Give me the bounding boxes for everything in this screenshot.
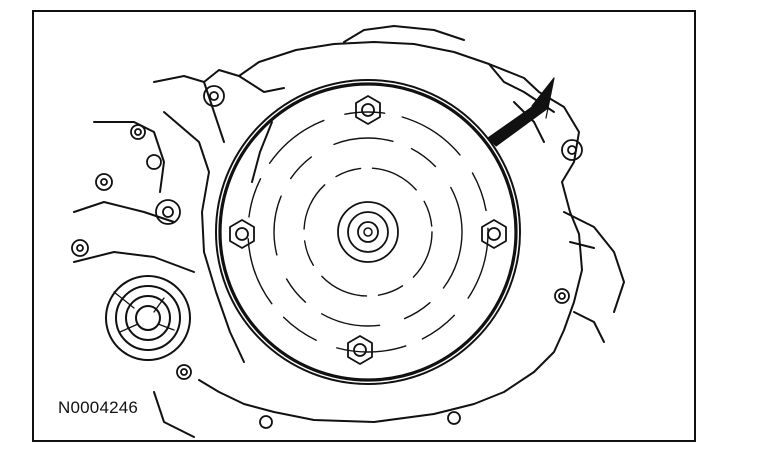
transmission-housing [73,25,625,438]
figure-identifier: N0004246 [58,398,139,417]
torque-converter [215,79,521,385]
housing-bolts [71,85,583,429]
stud-left [229,219,255,249]
figure-frame: N0004246 [32,10,696,442]
converter-studs [229,95,507,365]
output-shaft-seal [105,275,191,361]
stud-right [481,219,507,249]
torque-converter-illustration-icon [71,25,625,438]
stud-bottom [347,335,373,365]
arrow-pointer-icon [487,77,555,147]
stud-top [355,95,381,125]
